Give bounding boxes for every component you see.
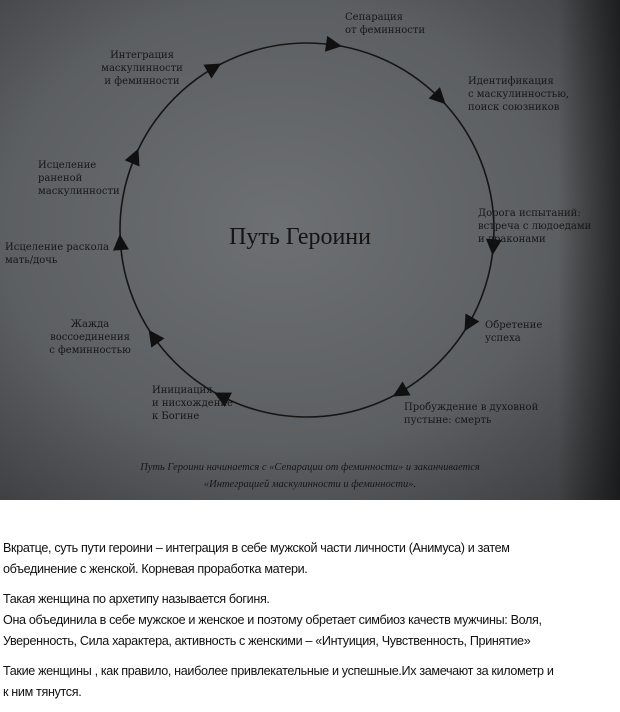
stage-label-line: маскулинности [38, 186, 120, 197]
stage-label: Пробуждение в духовной пустыне: смерть [404, 402, 539, 426]
stage-label-line: и нисхождение [152, 398, 233, 409]
text-line: Уверенность, Сила характера, активность … [3, 634, 531, 648]
direction-arrow-icon [324, 35, 342, 52]
stage-label-line: встреча с людоедами [478, 221, 592, 232]
paragraph: Такие женщины , как правило, наиболее пр… [3, 661, 620, 703]
stage-label-line: и драконами [478, 234, 546, 245]
text-line: Вкратце, суть пути героини – интеграция … [3, 541, 510, 555]
book-page-photo: Путь Героини Сепарация от феминностиИдент… [0, 0, 620, 500]
stage-label-line: Идентификация [468, 76, 554, 87]
stage-label-line: с маскулинностью, [468, 89, 569, 100]
stage-label: Интеграция маскулинности и феминности [101, 50, 183, 87]
diagram-caption-line-1: Путь Героини начинается с «Сепарации от … [139, 462, 480, 473]
stage-label-line: маскулинности [101, 63, 183, 74]
stage-label-line: Интеграция [110, 50, 174, 61]
stage-label-line: Жажда [71, 319, 110, 330]
direction-arrow-icon [428, 87, 446, 105]
text-line: Она объединила в себе мужское и женское … [3, 613, 542, 627]
paragraph: Вкратце, суть пути героини – интеграция … [3, 538, 620, 580]
direction-arrow-icon [464, 313, 480, 332]
stage-label: Жажда воссоединения с феминностью [49, 319, 131, 356]
stage-label: Сепарация от феминности [345, 12, 425, 36]
stage-label: Обретение успеха [485, 320, 542, 344]
text-line: Такие женщины , как правило, наиболее пр… [3, 664, 554, 678]
stage-label-line: и феминности [104, 76, 180, 87]
stage-label-line: Исцеление [38, 160, 96, 171]
stage-label-line: Исцеление раскола [5, 242, 109, 253]
body-text: Вкратце, суть пути героини – интеграция … [3, 538, 620, 712]
direction-arrow-icon [214, 392, 232, 407]
direction-arrow-icon [148, 329, 165, 348]
stage-label: Инициация и нисхождение к Богине [152, 385, 233, 422]
stage-label-line: воссоединения [50, 332, 130, 343]
stage-label-line: к Богине [152, 411, 199, 422]
stage-label-line: поиск союзников [468, 102, 560, 113]
stage-label-line: Пробуждение в духовной [404, 402, 539, 413]
stage-label-line: Обретение [485, 320, 542, 331]
stage-label-line: с феминностью [49, 345, 131, 356]
stage-label-line: раненой [38, 173, 83, 184]
paragraph: Такая женщина по архетипу называется бог… [3, 589, 620, 652]
direction-arrow-icon [203, 63, 222, 79]
heroine-journey-circle [119, 42, 495, 418]
stage-label: Идентификация с маскулинностью, поиск союз… [468, 76, 569, 113]
stage-label: Исцеление раненой маскулинности [38, 160, 120, 197]
direction-arrow-icon [392, 381, 411, 397]
diagram-title: Путь Героини [229, 224, 371, 250]
stage-label-line: успеха [485, 333, 521, 344]
direction-arrow-icon [124, 148, 140, 167]
text-line: Такая женщина по архетипу называется бог… [3, 592, 270, 606]
stage-label-line: от феминности [345, 25, 425, 36]
text-line: объединение с женской. Корневая проработ… [3, 562, 308, 576]
stage-label: Исцеление раскола мать/дочь [5, 242, 109, 266]
stage-label-line: Инициация [152, 385, 213, 396]
stage-label-line: Дорога испытаний: [478, 208, 581, 219]
stage-label: Дорога испытаний: встреча с людоедами и др… [478, 208, 592, 245]
stage-label-line: Сепарация [345, 12, 403, 23]
stage-label-line: мать/дочь [5, 255, 58, 266]
direction-arrow-icon [485, 238, 502, 256]
diagram-caption-line-2: «Интеграцией маскулинности и феминности»… [204, 479, 416, 490]
stage-label-line: пустыне: смерть [404, 415, 492, 426]
direction-arrow-icon [112, 234, 129, 251]
text-line: к ним тянутся. [3, 685, 82, 699]
